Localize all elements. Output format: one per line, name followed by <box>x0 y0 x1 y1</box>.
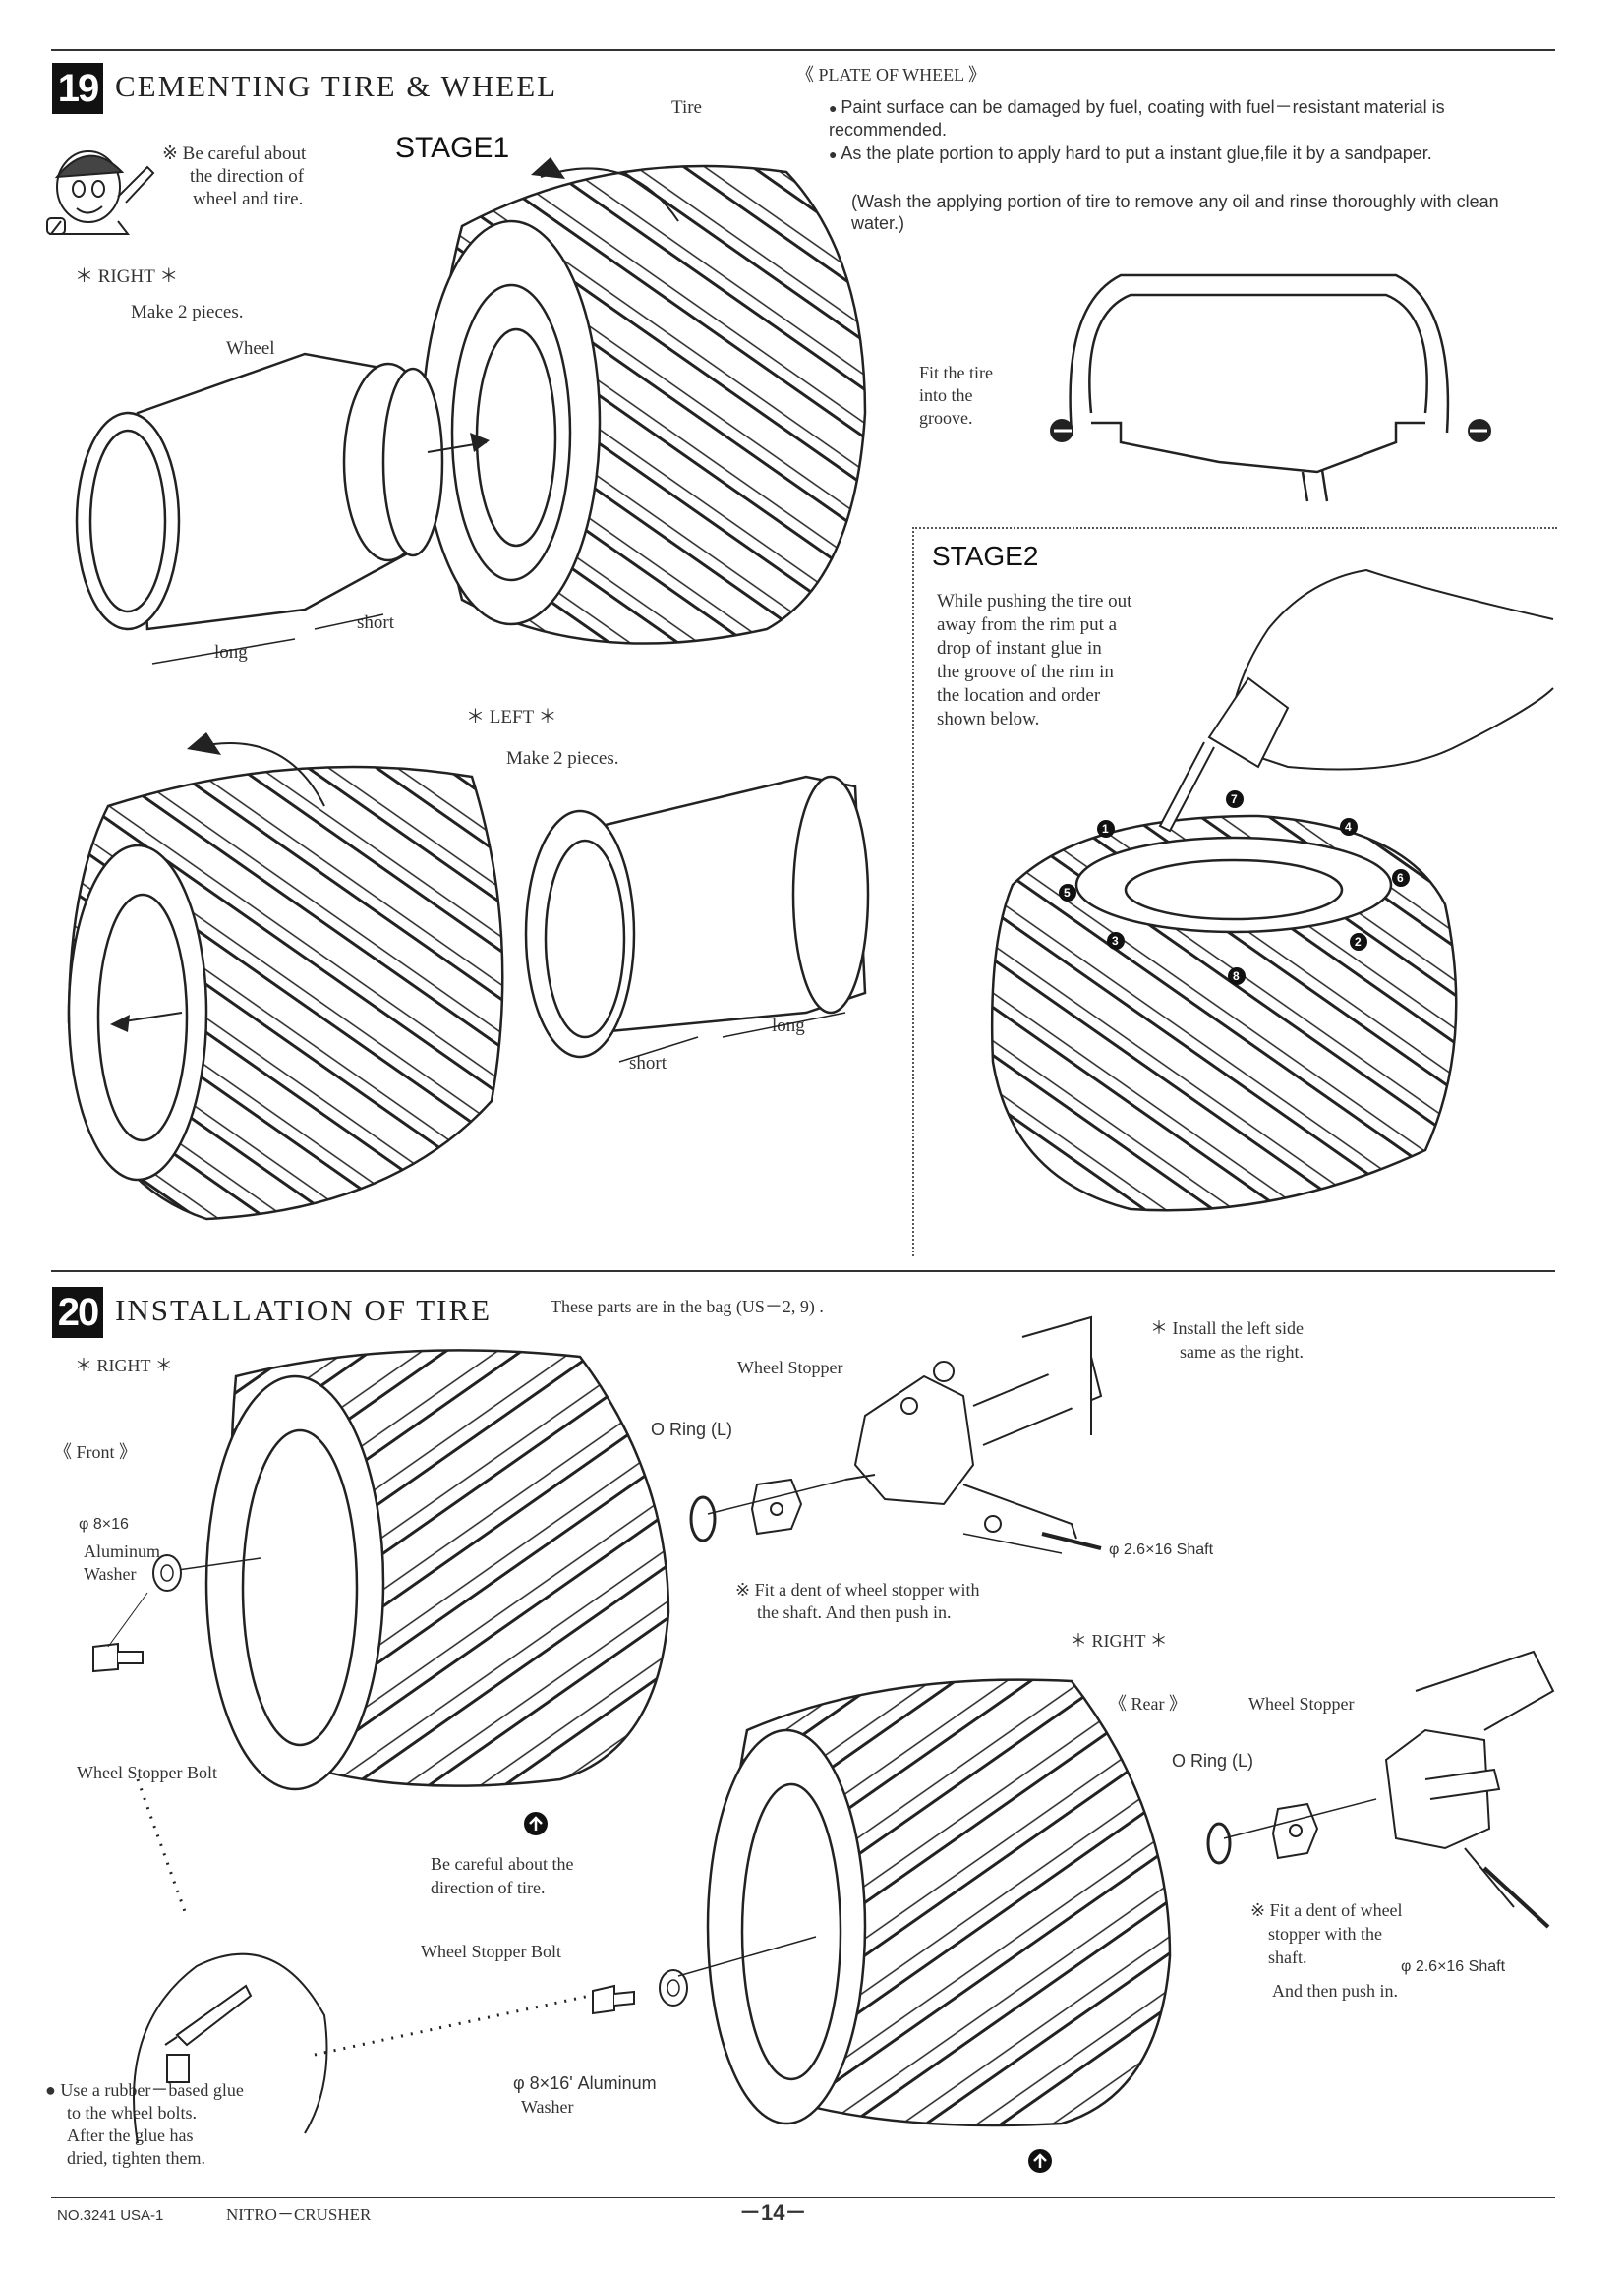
left-label-19: ＊ LEFT ＊ <box>466 707 557 727</box>
plate-bullet-1: Paint surface can be damaged by fuel, co… <box>829 96 1546 141</box>
fit-tire-2: into the <box>919 385 973 405</box>
stage2-text-6: shown below. <box>937 709 1040 729</box>
section-divider <box>51 1270 1555 1272</box>
wheel-left <box>524 775 870 1059</box>
step-20-title: INSTALLATION OF TIRE <box>115 1293 493 1327</box>
oring-front <box>689 1495 717 1542</box>
plate-bullet-1-text: Paint surface can be damaged by fuel, co… <box>829 97 1445 140</box>
bolt-rear <box>592 1984 635 2015</box>
wheel-label: Wheel <box>226 338 275 359</box>
oring-label-rear: O Ring (L) <box>1172 1751 1254 1771</box>
install-left-1: ＊ Install the left side <box>1150 1318 1304 1338</box>
stage2-text-2: away from the rim put a <box>937 614 1118 635</box>
fit-dent-2: the shaft. And then push in. <box>757 1602 952 1622</box>
washer-label-1: φ 8×16 <box>79 1516 129 1533</box>
shaft-label: φ 2.6×16 Shaft <box>1109 1542 1214 1558</box>
washer-rear <box>659 1969 688 2007</box>
glue-note-3: After the glue has <box>67 2125 194 2145</box>
washer-label-2: Aluminum <box>84 1542 161 1561</box>
footer-model-name: NITRO－CRUSHER <box>226 2205 372 2224</box>
wheel-stopper-bolt-label-2: Wheel Stopper Bolt <box>421 1942 561 1961</box>
stage2-box <box>912 527 1557 1256</box>
groove-diagram <box>1069 273 1450 502</box>
glue-note-1: ● Use a rubber－based glue <box>45 2080 244 2100</box>
rotation-arrow-1 <box>540 167 679 222</box>
shaft-label-rear: φ 2.6×16 Shaft <box>1401 1958 1506 1975</box>
caution-line-1: ※ Be careful about <box>162 144 307 164</box>
right-label-19: ＊ RIGHT ＊ <box>75 266 179 287</box>
washer-label-rear-1: φ 8×16' Aluminum <box>513 2073 657 2093</box>
careful-tire-1: Be careful about the <box>431 1854 574 1874</box>
wheel-right <box>75 352 444 631</box>
oring-rear <box>1206 1822 1232 1865</box>
plate-note: (Wash the applying portion of tire to re… <box>851 192 1499 233</box>
front-axle <box>844 1315 1103 1540</box>
push-in-label: And then push in. <box>1272 1981 1398 2001</box>
fit-tire-3: groove. <box>919 408 973 428</box>
rear-axle <box>1384 1650 1555 1908</box>
stopper-front <box>750 1478 803 1536</box>
right-label-20b: ＊ RIGHT ＊ <box>1070 1631 1168 1651</box>
rear-label: 《 Rear 》 <box>1109 1694 1187 1714</box>
right-label-20: ＊ RIGHT ＊ <box>75 1356 173 1375</box>
fit-dent-rear-2: stopper with the <box>1268 1924 1382 1944</box>
long-label-left: long <box>772 1016 805 1036</box>
right-qty-19: Make 2 pieces. <box>131 302 244 322</box>
glue-note-4: dried, tighten them. <box>67 2148 205 2168</box>
wheel-stopper-bolt-label: Wheel Stopper Bolt <box>77 1763 217 1782</box>
tire-right-stage1 <box>421 164 867 645</box>
left-qty-19: Make 2 pieces. <box>506 748 619 769</box>
stage2-label: STAGE2 <box>932 541 1039 571</box>
bolt-front <box>92 1642 144 1673</box>
fit-dent-1: ※ Fit a dent of wheel stopper with <box>735 1580 980 1600</box>
plate-title: 《 PLATE OF WHEEL 》 <box>796 65 986 85</box>
stage2-text-4: the groove of the rim in <box>937 662 1114 682</box>
bag-note: These parts are in the bag (US－2, 9) . <box>551 1297 824 1316</box>
fit-dent-rear-1: ※ Fit a dent of wheel <box>1250 1900 1403 1920</box>
top-rule <box>51 49 1555 51</box>
install-left-2: same as the right. <box>1180 1342 1304 1362</box>
plate-bullet-2: As the plate portion to apply hard to pu… <box>829 143 1517 165</box>
caution-line-2: the direction of <box>190 166 305 187</box>
step-20-number: 20 <box>52 1287 103 1338</box>
stage2-text-1: While pushing the tire out <box>937 591 1132 611</box>
long-label-right: long <box>214 642 248 663</box>
stage1-label: STAGE1 <box>395 132 510 164</box>
footer-page: －14－ <box>739 2200 807 2225</box>
oring-label: O Ring (L) <box>651 1420 733 1439</box>
step-19-title: CEMENTING TIRE & WHEEL <box>115 69 558 103</box>
tire-front <box>204 1349 670 1791</box>
washer-label-rear-2: Washer <box>521 2097 574 2117</box>
short-label-left: short <box>629 1053 667 1074</box>
careful-tire-2: direction of tire. <box>431 1878 546 1897</box>
stopper-rear <box>1271 1802 1319 1860</box>
wheel-stopper-label-rear: Wheel Stopper <box>1248 1694 1355 1714</box>
tire-label: Tire <box>671 97 702 118</box>
washer-label-3: Washer <box>84 1564 137 1584</box>
fit-dent-rear-3: shaft. <box>1268 1948 1307 1967</box>
step-19-number: 19 <box>52 63 103 114</box>
glue-note-2: to the wheel bolts. <box>67 2103 197 2123</box>
bottom-rule <box>51 2197 1555 2198</box>
footer-model-no: NO.3241 USA-1 <box>57 2207 164 2224</box>
fit-tire-1: Fit the tire <box>919 363 993 382</box>
tire-left <box>67 765 504 1221</box>
front-label: 《 Front 》 <box>54 1442 138 1462</box>
wheel-stopper-label: Wheel Stopper <box>737 1358 843 1377</box>
short-label-right: short <box>357 612 394 633</box>
stage2-text-5: the location and order <box>937 685 1101 706</box>
stage2-text-3: drop of instant glue in <box>937 638 1102 659</box>
plate-bullet-2-text: As the plate portion to apply hard to pu… <box>841 144 1432 163</box>
tire-rear <box>706 1678 1172 2127</box>
caution-line-3: wheel and tire. <box>193 189 304 209</box>
